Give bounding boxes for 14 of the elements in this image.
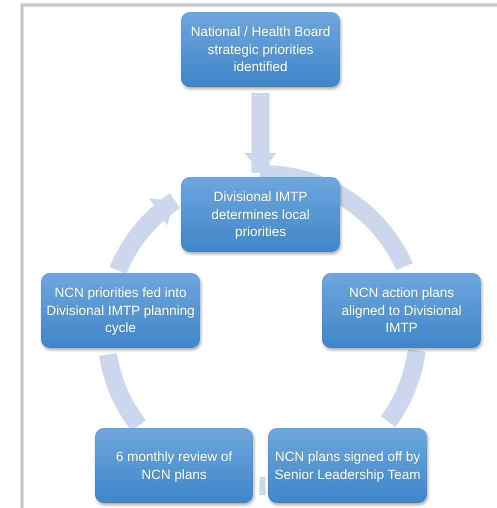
process-box [95,428,253,503]
box-text: Divisional IMTP determines local priorities [210,188,311,241]
box-text: NCN priorities fed into Divisional IMTP planning cycle [46,284,195,337]
process-box [322,273,481,348]
box-text: National / Health Board strategic priorities identified [190,23,332,76]
box-text: NCN plans signed off by Senior Leadership Team [273,448,422,484]
process-box [181,12,340,87]
process-box [268,428,427,503]
process-box [41,273,200,348]
arrow [110,193,180,274]
arrow [244,93,276,173]
box-text: 6 monthly review of NCN plans [114,448,234,484]
box-text: NCN action plans aligned to Divisional IMTP [340,284,463,337]
process-box [181,177,340,252]
